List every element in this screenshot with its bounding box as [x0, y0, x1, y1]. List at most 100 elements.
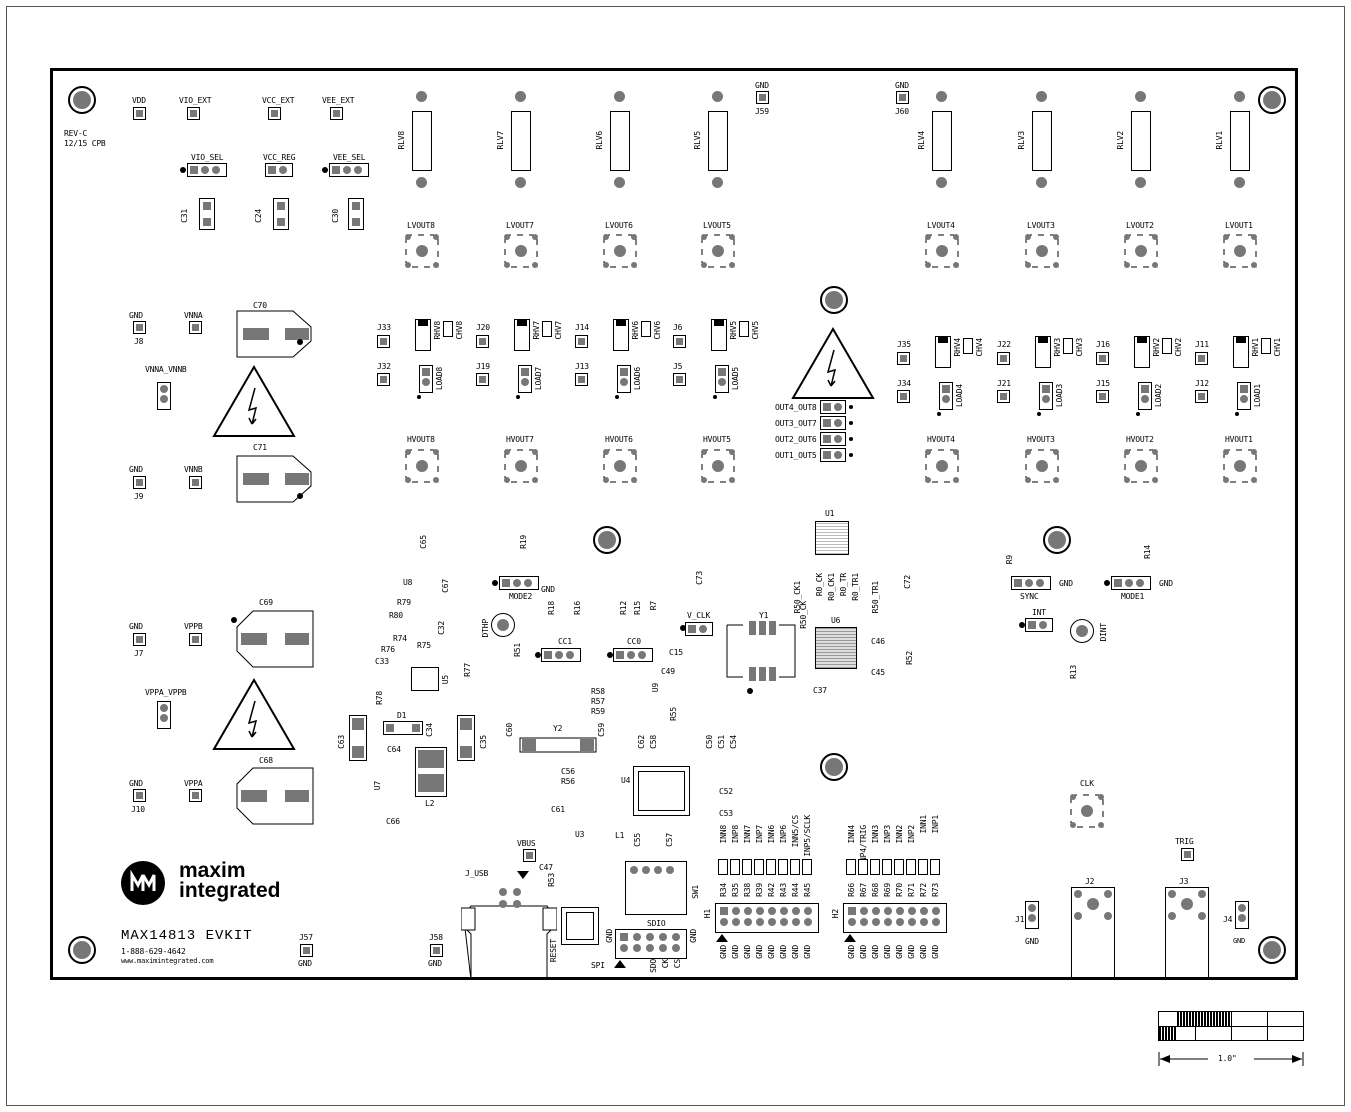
jumper-header[interactable]: [157, 701, 171, 729]
sma-edge-connector[interactable]: [1165, 887, 1209, 978]
ic-package: [815, 521, 849, 555]
testpoint-pad[interactable]: [300, 944, 313, 957]
jumper-header[interactable]: [1025, 901, 1039, 929]
sma-connector[interactable]: [922, 231, 962, 271]
sma-connector[interactable]: [501, 231, 541, 271]
led-label: DTHP: [481, 619, 490, 638]
sma-connector[interactable]: [1067, 791, 1107, 831]
testpoint-pad[interactable]: [377, 335, 390, 348]
testpoint-pad[interactable]: [1195, 352, 1208, 365]
load-header[interactable]: [715, 365, 729, 393]
sma-connector[interactable]: [501, 446, 541, 486]
testpoint-pad[interactable]: [1096, 352, 1109, 365]
testpoint-pad[interactable]: [673, 373, 686, 386]
testpoint-pad[interactable]: [133, 476, 146, 489]
jumper-header[interactable]: [1025, 618, 1053, 632]
testpoint-pad[interactable]: [897, 352, 910, 365]
jumper-header[interactable]: [265, 163, 293, 177]
testpoint-pad[interactable]: [133, 789, 146, 802]
usb-connector[interactable]: [461, 870, 557, 980]
testpoint-pad[interactable]: [476, 373, 489, 386]
polarity-marker: [297, 339, 303, 345]
capacitor: [542, 321, 552, 337]
sma-edge-connector[interactable]: [1071, 887, 1115, 978]
load-header[interactable]: [939, 382, 953, 410]
sma-connector[interactable]: [698, 231, 738, 271]
testpoint-pad[interactable]: [189, 321, 202, 334]
jumper-header[interactable]: [1011, 576, 1051, 590]
testpoint-pad[interactable]: [430, 944, 443, 957]
signal-label: INN4: [847, 825, 856, 844]
spi-pin-label: CK: [661, 959, 670, 969]
jumper-header[interactable]: [685, 622, 713, 636]
cap-label: C46: [871, 637, 885, 646]
jumper-header[interactable]: [187, 163, 227, 177]
testpoint-pad[interactable]: [476, 335, 489, 348]
testpoint-pad[interactable]: [575, 373, 588, 386]
load-header[interactable]: [1138, 382, 1152, 410]
sma-connector[interactable]: [698, 446, 738, 486]
jumper-header[interactable]: [157, 382, 171, 410]
testpoint-pad[interactable]: [997, 352, 1010, 365]
jumper-header[interactable]: [820, 400, 846, 414]
resistor-label: R0_TR1: [851, 573, 860, 601]
gnd-label: GND: [931, 945, 940, 959]
cap-label: C15: [669, 648, 683, 657]
testpoint-pad[interactable]: [189, 476, 202, 489]
ref-label: J32: [377, 362, 391, 371]
testpoint-pad[interactable]: [1195, 390, 1208, 403]
load-header[interactable]: [419, 365, 433, 393]
testpoint-pad[interactable]: [189, 633, 202, 646]
jumper-header[interactable]: [820, 416, 846, 430]
signal-label: INP8: [731, 825, 740, 844]
reset-button[interactable]: [561, 907, 599, 945]
testpoint-pad[interactable]: [673, 335, 686, 348]
pin-header[interactable]: [715, 903, 819, 933]
load-header[interactable]: [1237, 382, 1251, 410]
testpoint-pad[interactable]: [897, 390, 910, 403]
sma-connector[interactable]: [922, 446, 962, 486]
testpoint-pad[interactable]: [523, 849, 536, 862]
testpoint-pad[interactable]: [268, 107, 281, 120]
testpoint-pad[interactable]: [1096, 390, 1109, 403]
dip-switch[interactable]: [625, 861, 687, 915]
jumper-header[interactable]: [1111, 576, 1151, 590]
load-header[interactable]: [617, 365, 631, 393]
testpoint-pad[interactable]: [1181, 848, 1194, 861]
sma-connector[interactable]: [1121, 446, 1161, 486]
testpoint-pad[interactable]: [187, 107, 200, 120]
jumper-header[interactable]: [329, 163, 369, 177]
resistor: [930, 859, 940, 875]
jumper-header[interactable]: [820, 432, 846, 446]
testpoint-pad[interactable]: [756, 91, 769, 104]
jumper-header[interactable]: [613, 648, 653, 662]
testpoint-pad[interactable]: [133, 107, 146, 120]
testpoint-pad[interactable]: [575, 335, 588, 348]
testpoint-pad[interactable]: [997, 390, 1010, 403]
jumper-header[interactable]: [1235, 901, 1249, 929]
resistor-label: R58: [591, 687, 605, 696]
spi-header[interactable]: [615, 929, 687, 959]
jumper-header[interactable]: [541, 648, 581, 662]
testpoint-pad[interactable]: [896, 91, 909, 104]
sma-connector[interactable]: [1220, 446, 1260, 486]
sma-connector[interactable]: [402, 446, 442, 486]
testpoint-pad[interactable]: [189, 789, 202, 802]
sma-connector[interactable]: [1220, 231, 1260, 271]
testpoint-pad[interactable]: [133, 321, 146, 334]
sma-connector[interactable]: [600, 231, 640, 271]
jumper-header[interactable]: [499, 576, 539, 590]
sma-connector[interactable]: [1022, 446, 1062, 486]
sma-connector[interactable]: [1022, 231, 1062, 271]
load-header[interactable]: [1039, 382, 1053, 410]
load-header[interactable]: [518, 365, 532, 393]
sma-connector[interactable]: [600, 446, 640, 486]
testpoint-pad[interactable]: [133, 633, 146, 646]
pin-header[interactable]: [843, 903, 947, 933]
testpoint-pad[interactable]: [330, 107, 343, 120]
sma-connector[interactable]: [402, 231, 442, 271]
jumper-header[interactable]: [820, 448, 846, 462]
sma-connector[interactable]: [1121, 231, 1161, 271]
testpoint-pad[interactable]: [377, 373, 390, 386]
gnd-label: GND: [129, 622, 143, 631]
